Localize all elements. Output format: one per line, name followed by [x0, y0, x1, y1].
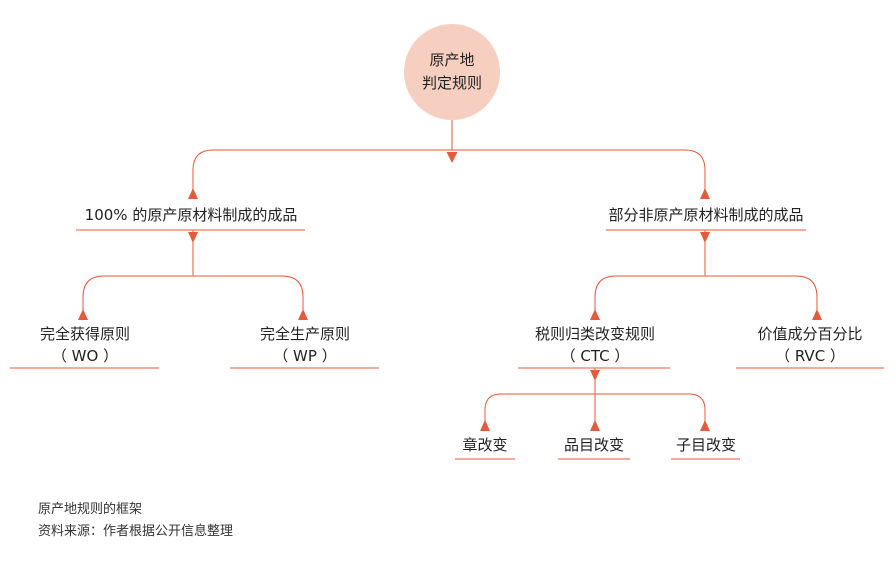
arrow-up-ctc [590, 309, 600, 320]
arrow-up-chapter [480, 420, 490, 431]
arrow-up-wp [298, 309, 308, 320]
arrow-down-right [700, 232, 710, 243]
arrow-up-rvc [812, 309, 822, 320]
node-wo-line2: （ WO ） [51, 347, 119, 365]
arrow-down-ctc [590, 370, 600, 381]
arrow-up-wo [78, 309, 88, 320]
node-wp-line1: 完全生产原则 [259, 325, 350, 343]
root-node-label: 原产地 判定规则 [402, 49, 502, 95]
connector-ctc-bar [484, 393, 706, 425]
node-chapter-change: 章改变 [462, 436, 508, 454]
arrow-down-root [446, 152, 458, 163]
arrow-down-left [188, 232, 198, 243]
connector-right-bar [594, 275, 818, 318]
node-wholly-originating: 100% 的原产原材料制成的成品 [84, 206, 298, 224]
node-rvc: 价值成分百分比 （ RVC ） [730, 323, 890, 367]
connector-level1-bar [192, 149, 706, 196]
node-rvc-line1: 价值成分百分比 [757, 325, 863, 343]
node-wo-line1: 完全获得原则 [39, 325, 130, 343]
root-line2: 判定规则 [421, 74, 482, 92]
root-node-circle [404, 24, 500, 120]
arrow-up-heading [590, 420, 600, 431]
node-ctc-line2: （ CTC ） [560, 347, 630, 365]
figure-caption-source: 资料来源：作者根据公开信息整理 [38, 524, 234, 539]
root-line1: 原产地 [429, 51, 475, 69]
arrow-up-level1-right [700, 188, 710, 199]
node-subheading-change: 子目改变 [675, 436, 736, 454]
node-wo: 完全获得原则 （ WO ） [5, 323, 165, 367]
connector-left-bar [82, 275, 304, 318]
node-ctc: 税则归类改变规则 （ CTC ） [509, 323, 681, 367]
node-wp-line2: （ WP ） [273, 347, 337, 365]
arrow-up-subheading [700, 420, 710, 431]
node-partly-non-originating: 部分非原产原材料制成的成品 [608, 206, 804, 224]
node-ctc-line1: 税则归类改变规则 [534, 325, 655, 343]
figure-caption-title: 原产地规则的框架 [38, 502, 143, 517]
node-wp: 完全生产原则 （ WP ） [225, 323, 385, 367]
arrow-up-level1-left [188, 188, 198, 199]
node-rvc-line2: （ RVC ） [775, 347, 845, 365]
node-heading-change: 品目改变 [563, 436, 624, 454]
